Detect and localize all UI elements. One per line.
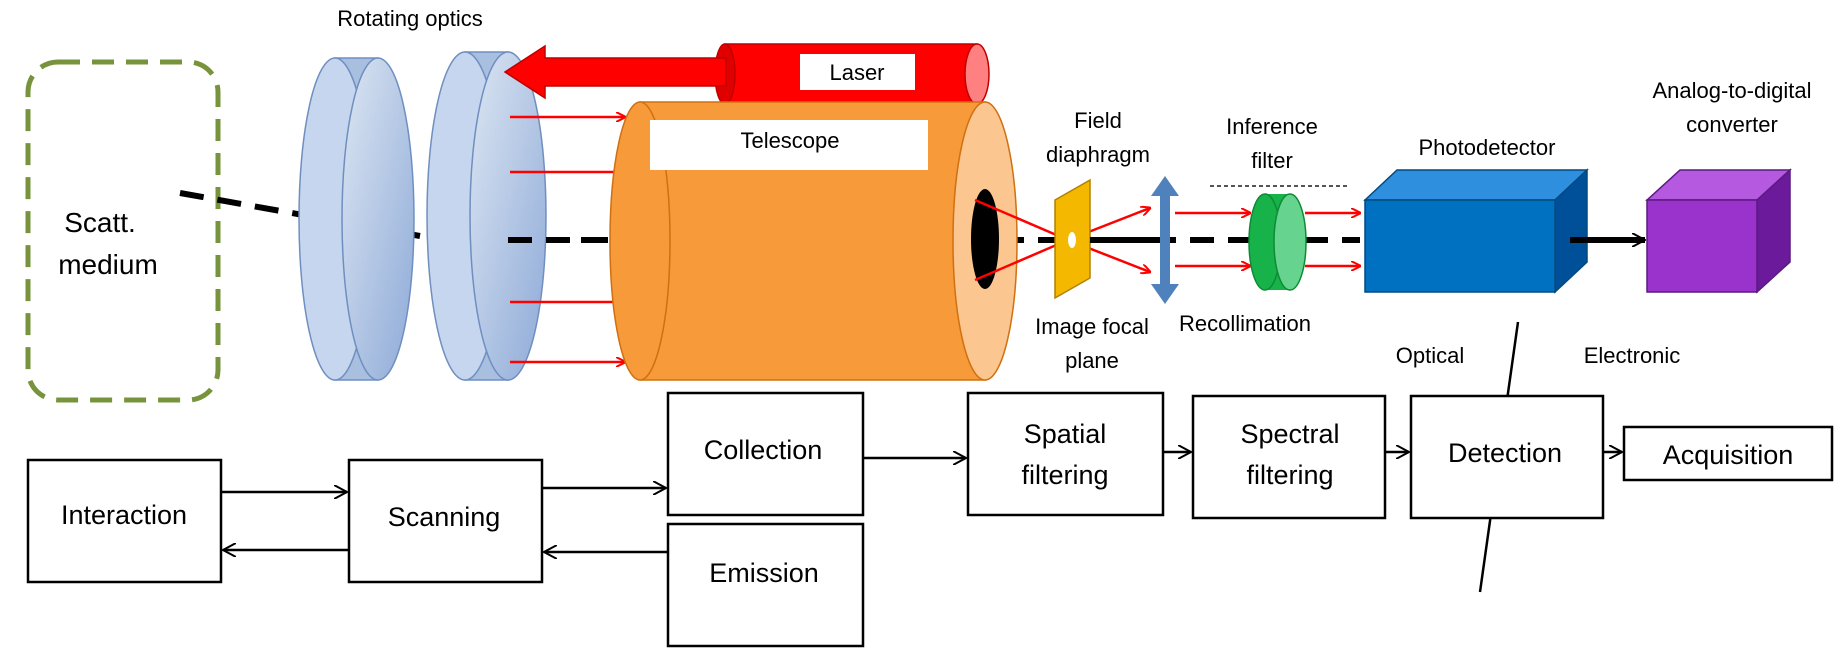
collection-label: Collection bbox=[704, 435, 823, 465]
recollimation-lens bbox=[1151, 176, 1179, 304]
recollimation-label: Recollimation bbox=[1179, 311, 1311, 336]
spatial-filtering-label-1: Spatial bbox=[1024, 419, 1107, 449]
telescope-label: Telescope bbox=[740, 128, 839, 153]
laser: Laser bbox=[714, 43, 990, 105]
adc-label-1: Analog-to-digital bbox=[1653, 78, 1812, 103]
collimated-rays bbox=[1175, 213, 1250, 266]
collected-light-rays-1 bbox=[510, 117, 625, 362]
spectral-filtering-box bbox=[1191, 394, 1387, 520]
interaction-box bbox=[26, 458, 223, 584]
photodetector bbox=[1363, 168, 1589, 294]
inference-filter-label-1: Inference bbox=[1226, 114, 1318, 139]
scatt-medium-label-2: medium bbox=[58, 249, 158, 280]
rotating-optic-1 bbox=[298, 57, 415, 381]
image-focal-plane-label-2: plane bbox=[1065, 348, 1119, 373]
diaphragm-pinhole bbox=[1068, 232, 1076, 248]
spectral-filtering-label-1: Spectral bbox=[1240, 419, 1339, 449]
laser-label: Laser bbox=[829, 60, 884, 85]
emission-box bbox=[666, 522, 865, 648]
spatial-filtering-label-2: filtering bbox=[1021, 460, 1108, 490]
spectral-filtering-label-2: filtering bbox=[1246, 460, 1333, 490]
scattering-medium-region bbox=[25, 59, 221, 403]
photodetector-label: Photodetector bbox=[1419, 135, 1556, 160]
analog-to-digital-converter bbox=[1645, 168, 1792, 294]
scanning-box bbox=[347, 458, 544, 584]
inference-filter-label-2: filter bbox=[1251, 148, 1293, 173]
scanning-label: Scanning bbox=[388, 502, 501, 532]
image-focal-plane-label-1: Image focal bbox=[1035, 314, 1149, 339]
telescope: Telescope bbox=[609, 101, 1018, 381]
field-diaphragm-label-1: Field bbox=[1074, 108, 1122, 133]
electronic-label: Electronic bbox=[1584, 343, 1681, 368]
optical-label: Optical bbox=[1396, 343, 1464, 368]
laser-beam-arrow bbox=[503, 44, 727, 100]
filtered-rays bbox=[1305, 213, 1360, 266]
spatial-filtering-box bbox=[966, 391, 1165, 517]
acquisition-label: Acquisition bbox=[1663, 440, 1794, 470]
acquisition-box bbox=[1622, 425, 1834, 482]
detection-label: Detection bbox=[1448, 438, 1562, 468]
field-diaphragm-label-2: diaphragm bbox=[1046, 142, 1150, 167]
detection-box bbox=[1409, 394, 1605, 520]
rotating-optics-label: Rotating optics bbox=[337, 6, 483, 31]
emission-label: Emission bbox=[709, 558, 819, 588]
interference-filter bbox=[1248, 193, 1307, 291]
interaction-label: Interaction bbox=[61, 500, 187, 530]
scatt-medium-label-1: Scatt. bbox=[64, 207, 136, 238]
collection-box bbox=[666, 391, 865, 517]
rotating-optic-2 bbox=[426, 51, 547, 381]
adc-label-2: converter bbox=[1686, 112, 1778, 137]
